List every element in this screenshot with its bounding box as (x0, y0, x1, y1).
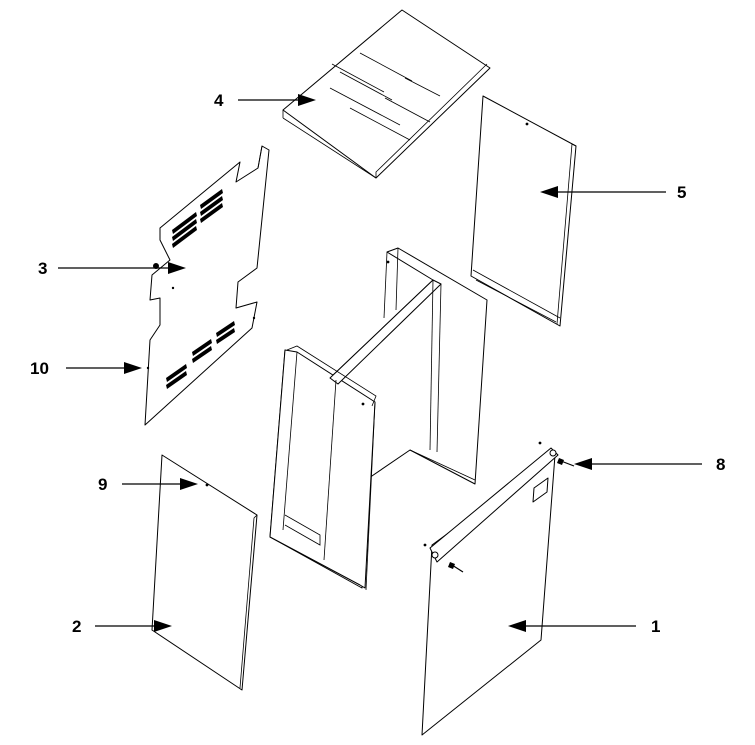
callout-number-4: 4 (214, 91, 224, 110)
front-panel (421, 441, 559, 736)
callout-number-8: 8 (716, 455, 725, 474)
front-panel-label-plate (532, 477, 549, 503)
rail-hole-left (431, 551, 439, 559)
callout-5: 5 (540, 183, 686, 202)
rail-hole-right (549, 449, 557, 457)
callout-number-10: 10 (30, 359, 49, 378)
center-frame-chassis (269, 247, 488, 591)
callout-3: 3 (38, 259, 186, 278)
callout-2: 2 (72, 617, 172, 636)
callout-8: 8 (574, 455, 725, 474)
callout-number-2: 2 (72, 617, 81, 636)
top-cover-panel (282, 9, 491, 179)
callout-4: 4 (214, 91, 316, 110)
callout-number-9: 9 (98, 475, 107, 494)
callout-number-1: 1 (651, 617, 660, 636)
callout-10: 10 (30, 359, 142, 378)
callout-9: 9 (98, 475, 198, 494)
callout-number-5: 5 (677, 183, 686, 202)
upper-louvers (172, 189, 223, 248)
right-side-panel (470, 95, 577, 327)
rear-louvered-panel (144, 145, 270, 426)
lower-louvers (166, 321, 235, 389)
callout-1: 1 (508, 617, 660, 636)
left-side-panel (151, 454, 258, 691)
callout-number-3: 3 (38, 259, 47, 278)
screw-upper (557, 458, 575, 467)
screw-lower (448, 562, 464, 573)
